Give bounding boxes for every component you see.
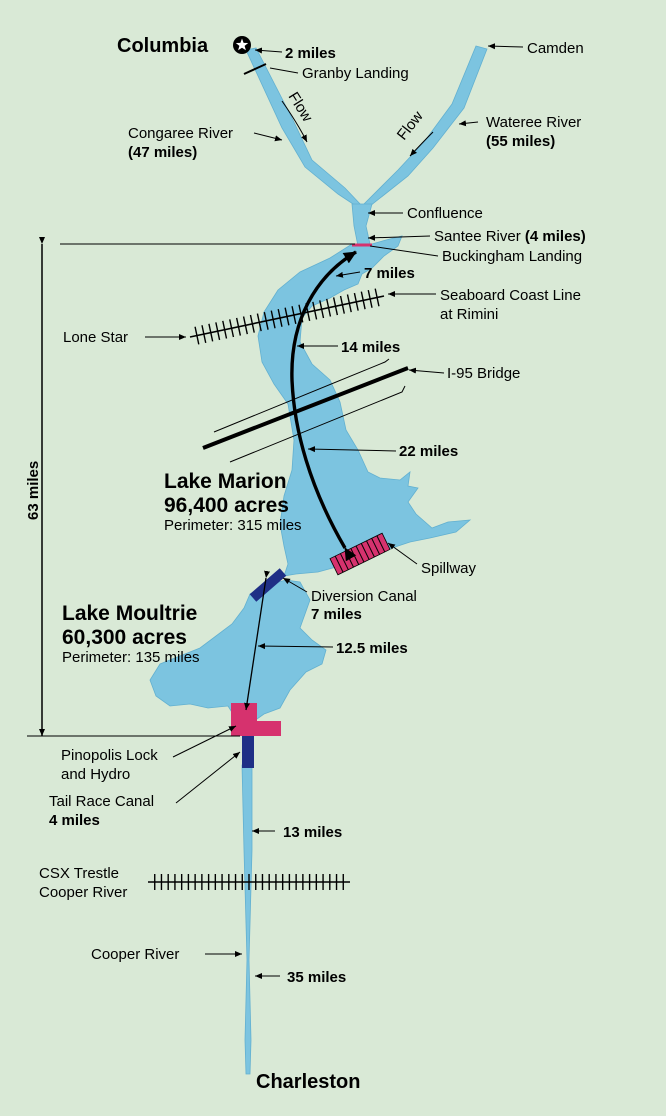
pinopolis-label-1: Pinopolis Lock: [61, 747, 158, 764]
distance-22-miles: 22 miles: [399, 443, 458, 460]
i95-bridge: [202, 358, 409, 463]
cooper-river: [241, 764, 253, 1075]
spillway-gate: [371, 538, 381, 555]
csx-rail-trestle: [148, 874, 350, 890]
pinopolis-label-2: and Hydro: [61, 766, 130, 783]
rail-tie: [242, 316, 248, 335]
rail-tie: [208, 323, 214, 342]
flow-label-wateree: Flow: [394, 108, 427, 144]
rail-tie: [263, 311, 269, 330]
wateree-river-label: Wateree River: [486, 114, 581, 131]
rail-tie: [312, 301, 318, 320]
rail-tie: [326, 298, 332, 317]
distance-7-miles: 7 miles: [364, 265, 415, 282]
distance-12-5-miles: 12.5 miles: [336, 640, 408, 657]
buckingham-landing-label: Buckingham Landing: [442, 248, 582, 265]
seaboard-rail-line: [189, 288, 385, 345]
spillway-gate: [339, 553, 349, 570]
rail-tie: [222, 320, 228, 339]
granby-landing-label: Granby Landing: [302, 65, 409, 82]
charleston-label: Charleston: [256, 1071, 360, 1093]
spillway-label: Spillway: [421, 560, 477, 577]
rail-tie: [284, 307, 290, 326]
seaboard-label-1: Seaboard Coast Line: [440, 287, 581, 304]
spillway-gate: [334, 555, 344, 573]
confluence-label: Confluence: [407, 205, 483, 222]
distance-63-miles: 63 miles: [25, 461, 42, 520]
columbia-label: Columbia: [117, 35, 209, 57]
distance-2-miles: 2 miles: [285, 45, 336, 62]
rail-tie: [270, 310, 276, 329]
rail-tie: [374, 288, 380, 307]
flow-arrow-congaree: [281, 100, 308, 143]
rail-tie: [201, 325, 207, 344]
rail-tie: [235, 317, 242, 336]
granby-landing-mark: [243, 63, 267, 75]
rail-tie: [249, 314, 255, 333]
seaboard-label-2: at Rimini: [440, 306, 498, 323]
lake-moultrie-name: Lake Moultrie: [62, 602, 197, 625]
rail-tie: [367, 289, 373, 308]
tail-race-canal: [242, 736, 254, 768]
congaree-river-length: (47 miles): [128, 144, 197, 161]
congaree-river-label: Congaree River: [128, 125, 233, 142]
spillway-gate: [360, 543, 370, 560]
diversion-route-arrow: [244, 570, 271, 711]
flow-arrow-wateree: [409, 131, 434, 157]
rail-tie: [319, 300, 325, 319]
lake-moultrie-area: 60,300 acres: [62, 626, 187, 649]
santee-river-length: (4 miles): [525, 228, 586, 245]
distance-35-miles: 35 miles: [287, 969, 346, 986]
rail-tie: [194, 326, 200, 345]
spillway-gate: [366, 540, 375, 558]
spillway-gate: [376, 535, 386, 553]
santee-river-name: Santee River: [434, 228, 525, 245]
lake-marion-area: 96,400 acres: [164, 494, 289, 517]
rail-tie: [229, 319, 235, 338]
rail-tie: [291, 306, 297, 324]
lake-marion-name: Lake Marion: [164, 470, 287, 493]
lake-marion-perimeter: Perimeter: 315 miles: [164, 517, 302, 534]
tail-race-canal-length: 4 miles: [49, 812, 100, 829]
csx-label-1: CSX Trestle: [39, 865, 119, 882]
confluence-area: [351, 203, 373, 247]
i95-bridge-label: I-95 Bridge: [447, 365, 520, 382]
rail-tie: [360, 291, 366, 310]
spillway-gate: [355, 545, 365, 563]
santee-river-label: Santee River (4 miles): [434, 228, 586, 245]
camden-label: Camden: [527, 40, 584, 57]
rail-tie: [277, 309, 283, 327]
csx-label-2: Cooper River: [39, 884, 127, 901]
cooper-river-label: Cooper River: [91, 946, 179, 963]
distance-13-miles: 13 miles: [283, 824, 342, 841]
rail-tie: [256, 313, 262, 332]
lone-star-label: Lone Star: [63, 329, 128, 346]
main-route-arrow: [290, 250, 357, 562]
pinopolis-lock-hydro: [231, 703, 281, 736]
wateree-river-length: (55 miles): [486, 133, 555, 150]
tail-race-canal-label: Tail Race Canal: [49, 793, 154, 810]
star-in-circle-icon: [233, 36, 251, 54]
diversion-canal-length: 7 miles: [311, 606, 362, 623]
diversion-canal-label: Diversion Canal: [311, 588, 417, 605]
rail-tie: [332, 297, 339, 316]
lake-moultrie-perimeter: Perimeter: 135 miles: [62, 649, 200, 666]
rail-tie: [215, 322, 221, 341]
distance-14-miles: 14 miles: [341, 339, 400, 356]
